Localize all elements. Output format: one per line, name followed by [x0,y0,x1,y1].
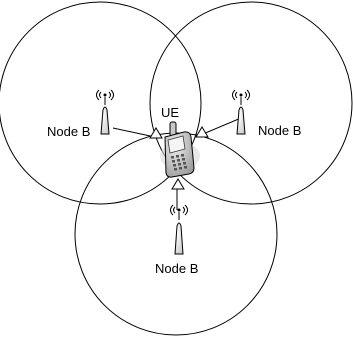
ue-label: UE [161,105,179,120]
coverage-circle-right [149,1,353,205]
triangle-antenna-icon [171,178,185,190]
link-right [202,117,242,135]
node-b-label-left: Node B [47,124,90,139]
triangle-antenna-icon [195,126,209,138]
mobile-phone-icon [160,121,200,178]
coverage-circle-left [0,1,202,205]
link-left [112,127,156,138]
cell-tower-icon [232,89,250,135]
triangle-antenna-icon [149,127,163,139]
node-b-label-bottom: Node B [155,261,198,276]
cell-tower-icon [96,89,114,135]
node-b-label-right: Node B [258,123,301,138]
cell-tower-icon [170,204,188,255]
